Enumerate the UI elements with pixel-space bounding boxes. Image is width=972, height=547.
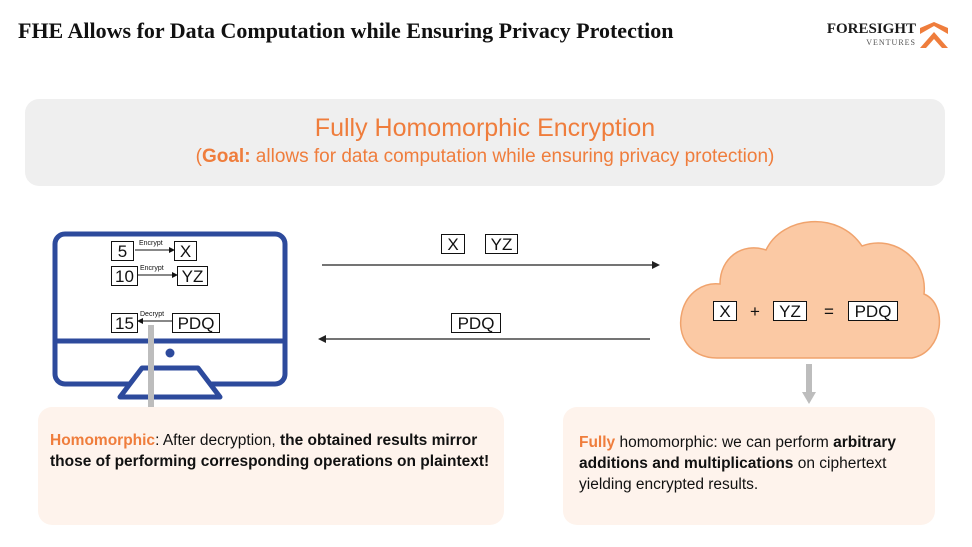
download-arrow-icon (318, 335, 650, 343)
decrypt-label: Decrypt (140, 311, 165, 318)
ciphertext-box: PDQ (172, 313, 220, 333)
ciphertext-box: YZ (177, 266, 208, 286)
goal-label: Goal: (201, 146, 251, 167)
cloud-icon (679, 221, 941, 359)
download-cipher-box: PDQ (451, 313, 501, 333)
encrypt-label: Encrypt (139, 240, 163, 247)
plaintext-box: 15 (111, 313, 138, 333)
goal-banner (25, 99, 945, 186)
equals-sign: = (824, 302, 834, 321)
plus-sign: + (750, 302, 760, 321)
banner-heading: Fully Homomorphic Encryption (314, 114, 656, 142)
down-arrow-icon (802, 364, 816, 404)
cloud-result-box: PDQ (848, 301, 898, 321)
upload-cipher-box: YZ (485, 234, 518, 254)
fully-homomorphic-card (563, 407, 935, 525)
fully-homomorphic-text: Fully homomorphic: we can perform arbitr… (579, 434, 897, 493)
right-arrow-icon (138, 272, 178, 278)
homomorphic-text: Homomorphic: After decryption, the obtai… (50, 432, 490, 470)
banner-subheading: (Goal: allows for data computation while… (195, 146, 775, 167)
slide-title: FHE Allows for Data Computation while En… (18, 18, 674, 43)
logo-wordmark: FORESIGHT (826, 21, 916, 37)
logo-subtext: VENTURES (866, 38, 916, 47)
ciphertext-box: X (174, 241, 197, 261)
homomorphic-card (38, 407, 504, 525)
cloud-cipher-box: YZ (773, 301, 807, 321)
cloud-cipher-box: X (713, 301, 737, 321)
upload-arrow-icon (322, 261, 660, 269)
right-arrow-icon (135, 247, 175, 253)
logo-icon (920, 22, 948, 48)
left-arrow-icon (137, 318, 173, 324)
encrypt-label: Encrypt (140, 265, 164, 272)
plaintext-box: 5 (111, 241, 134, 261)
upload-cipher-box: X (441, 234, 465, 254)
plaintext-box: 10 (111, 266, 138, 286)
